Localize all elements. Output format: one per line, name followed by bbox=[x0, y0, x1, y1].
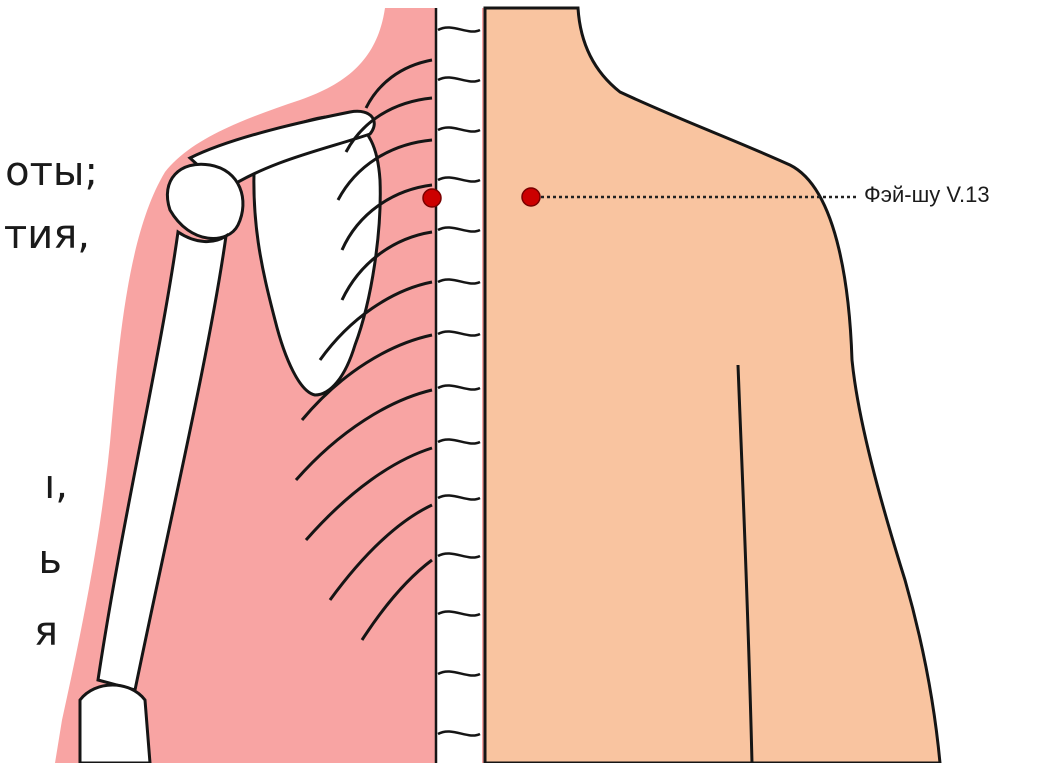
acupoint-marker-bone-side bbox=[423, 189, 441, 207]
acupoint-marker-skin-side bbox=[522, 188, 540, 206]
acupoint-label: Фэй-шу V.13 bbox=[864, 182, 990, 208]
forearm-bone bbox=[80, 685, 150, 763]
skin-back-half bbox=[485, 8, 940, 763]
